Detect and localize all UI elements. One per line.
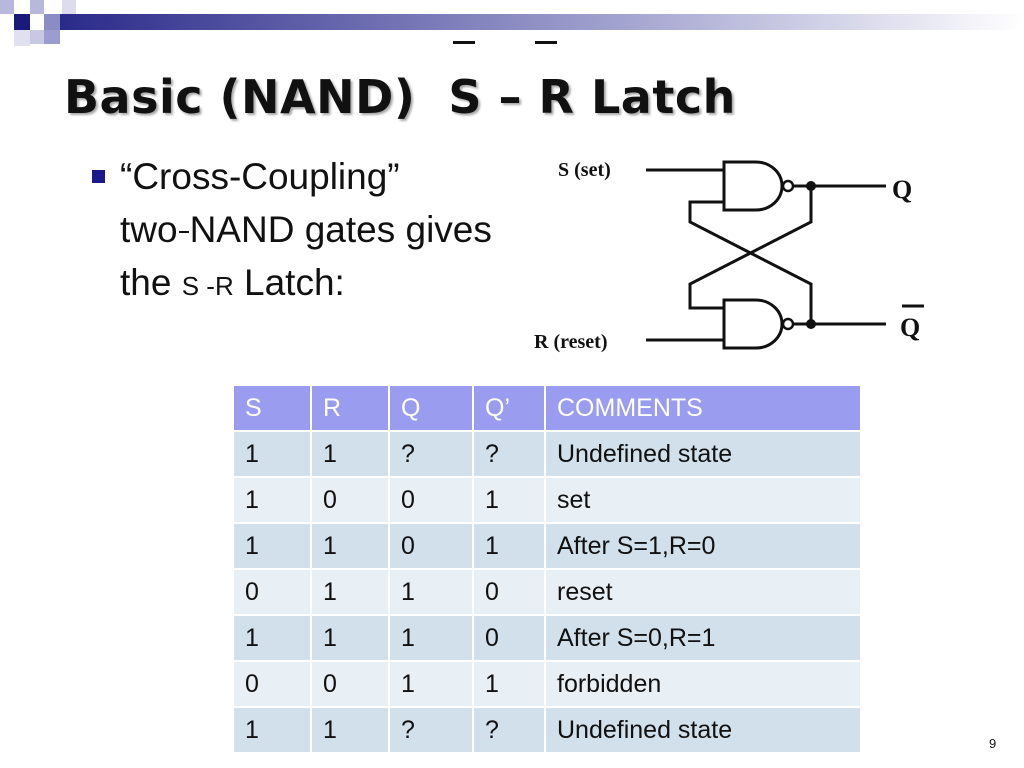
table-row: 1 0 0 1 set xyxy=(232,476,862,524)
circuit-wires xyxy=(646,168,886,342)
cell-q: 1 xyxy=(388,660,474,708)
cell-comment: Undefined state xyxy=(544,706,862,754)
slide-title: Basic (NAND) S – R Latch xyxy=(64,70,736,124)
page-number: 9 xyxy=(989,736,997,751)
cell-r: 1 xyxy=(310,614,390,662)
bullet-line-3: the S -R Latch: xyxy=(120,256,492,313)
header-decoration xyxy=(0,0,1024,46)
cell-comment: set xyxy=(544,476,862,524)
bullet-line-3-b: Latch: xyxy=(233,262,345,303)
cell-q-prime: 1 xyxy=(472,660,546,708)
cell-comment: Undefined state xyxy=(544,430,862,478)
cell-q-prime: 0 xyxy=(472,614,546,662)
bullet-line-3-a: the xyxy=(120,262,182,303)
reset-label: R (reset) xyxy=(534,331,607,353)
cell-s: 1 xyxy=(232,430,312,478)
cell-s: 1 xyxy=(232,706,312,754)
header-comments: COMMENTS xyxy=(544,384,862,432)
bottom-inverter-bubble xyxy=(781,317,795,331)
cell-q: 0 xyxy=(388,476,474,524)
cell-r: 1 xyxy=(310,568,390,616)
table-row: 1 1 ? ? Undefined state xyxy=(232,706,862,754)
cell-r: 1 xyxy=(310,430,390,478)
top-nand-gate xyxy=(722,160,784,212)
bullet-line-3-s: S xyxy=(181,271,200,301)
bottom-nand-gate xyxy=(722,298,784,350)
cell-q: 1 xyxy=(388,614,474,662)
cell-r: 0 xyxy=(310,476,390,524)
q-output-label: Q xyxy=(892,175,912,204)
title-s-overbar xyxy=(453,41,475,44)
cell-comment: After S=0,R=1 xyxy=(544,614,862,662)
title-r-overbar xyxy=(535,41,557,44)
cell-r: 0 xyxy=(310,660,390,708)
bullet-line-2: two NAND gates gives xyxy=(120,203,492,256)
cell-q: 1 xyxy=(388,568,474,616)
sr-latch-circuit: S (set) R (reset) Q Q xyxy=(534,159,924,353)
bullet-line-2-a: two xyxy=(120,209,178,250)
bullet-line-2-b: NAND gates gives xyxy=(189,209,492,250)
cell-q-prime: 1 xyxy=(472,522,546,570)
cell-q-prime: 1 xyxy=(472,476,546,524)
bullet-line-3-dash: - xyxy=(199,271,215,301)
header-r: R xyxy=(310,384,390,432)
underscore-mark xyxy=(178,230,189,233)
cell-comment: After S=1,R=0 xyxy=(544,522,862,570)
table-header-row: S R Q Q’ COMMENTS xyxy=(232,384,862,432)
header-s: S xyxy=(232,384,312,432)
bullet-line-3-r: R xyxy=(214,271,234,301)
cell-s: 0 xyxy=(232,660,312,708)
table-row: 0 0 1 1 forbidden xyxy=(232,660,862,708)
top-inverter-bubble xyxy=(781,179,795,193)
q-bar-output-label: Q xyxy=(900,313,920,342)
table-row: 1 1 1 0 After S=0,R=1 xyxy=(232,614,862,662)
bullet-text: “Cross-Coupling” two NAND gates gives the… xyxy=(120,150,492,313)
cell-q: ? xyxy=(388,430,474,478)
cell-q-prime: ? xyxy=(472,706,546,754)
table-row: 1 1 ? ? Undefined state xyxy=(232,430,862,478)
cell-q-prime: 0 xyxy=(472,568,546,616)
bullet-line-1: “Cross-Coupling” xyxy=(120,156,400,197)
header-q: Q xyxy=(388,384,474,432)
cell-r: 1 xyxy=(310,706,390,754)
cell-q-prime: ? xyxy=(472,430,546,478)
set-label: S (set) xyxy=(558,159,611,181)
cell-comment: reset xyxy=(544,568,862,616)
cell-q: ? xyxy=(388,706,474,754)
cell-s: 1 xyxy=(232,614,312,662)
cell-r: 1 xyxy=(310,522,390,570)
cell-comment: forbidden xyxy=(544,660,862,708)
header-q-prime: Q’ xyxy=(472,384,546,432)
cell-q: 0 xyxy=(388,522,474,570)
cell-s: 1 xyxy=(232,476,312,524)
cell-s: 1 xyxy=(232,522,312,570)
table-row: 1 1 0 1 After S=1,R=0 xyxy=(232,522,862,570)
cell-s: 0 xyxy=(232,568,312,616)
bullet-square-icon xyxy=(92,170,105,183)
truth-table: S R Q Q’ COMMENTS 1 1 ? ? Undefined stat… xyxy=(232,384,862,754)
table-row: 0 1 1 0 reset xyxy=(232,568,862,616)
